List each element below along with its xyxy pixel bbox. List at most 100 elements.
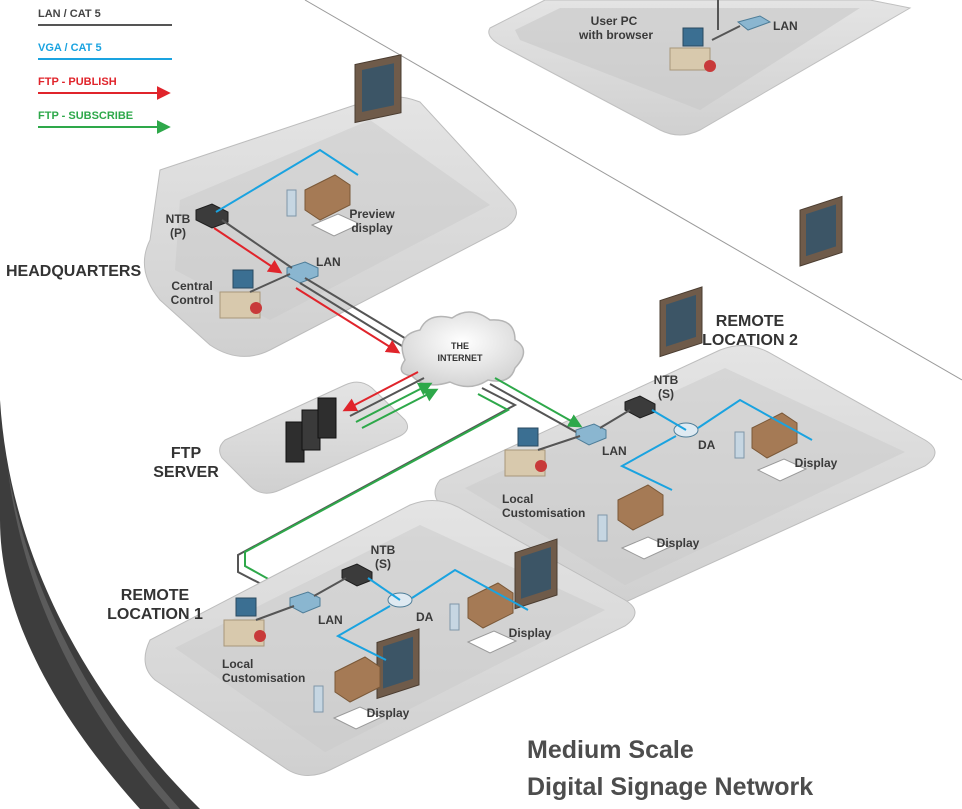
r2-local-label-l1: Local <box>502 492 533 506</box>
r2-lan-label: LAN <box>602 444 627 458</box>
central-control-label-l1: Central <box>171 279 212 293</box>
r1-sofa-1-icon <box>467 582 514 629</box>
ftp-server-label-l2: SERVER <box>153 464 219 481</box>
central-control-chair-icon <box>250 302 262 314</box>
ftp-lan-link <box>349 377 425 417</box>
central-control-monitor-icon <box>232 269 254 289</box>
decorative-arc <box>0 400 200 809</box>
internet-cloud: THE INTERNET <box>400 311 525 388</box>
preview-label-l2: display <box>351 221 393 235</box>
r1-title-l1: REMOTE <box>121 587 190 604</box>
r1-vga-ntb-da <box>367 577 401 601</box>
hq-internet-lan-2 <box>299 282 403 347</box>
hq-vga-link <box>215 148 359 213</box>
central-control-label-l2: Control <box>171 293 214 307</box>
r1-ntb-label-l2: (S) <box>375 557 391 571</box>
ftp-subscribe-link-2 <box>361 388 439 429</box>
internet-label-l2: INTERNET <box>438 353 484 363</box>
r1-local-label-l1: Local <box>222 657 253 671</box>
r2-display-1-inner <box>806 204 836 257</box>
r2-title-l2: LOCATION 2 <box>702 332 798 349</box>
internet-ftp-links <box>342 371 439 429</box>
r2-local-label-l2: Customisation <box>502 506 585 520</box>
r2-da-label: DA <box>698 438 716 452</box>
ftp-subscribe-link-1 <box>355 382 433 423</box>
r1-lan-ntb-link <box>313 577 347 597</box>
r2-display-1-label: Display <box>795 456 838 470</box>
r2-water-cooler-1-icon <box>734 431 745 459</box>
r1-table-1-icon <box>466 630 518 654</box>
ftp-server-rack-2 <box>301 409 321 451</box>
legend-item-vga: VGA / CAT 5 <box>38 42 172 60</box>
r1-display-2-inner <box>383 636 413 689</box>
user-pc-lan-link <box>711 25 741 41</box>
hq-internet-lan-1 <box>304 277 409 341</box>
r1-subscribe-link <box>244 393 511 592</box>
legend: LAN / CAT 5 VGA / CAT 5 FTP - PUBLISH FT… <box>38 8 172 134</box>
r1-display-2-label: Display <box>367 706 410 720</box>
r2-display-2-label: Display <box>657 536 700 550</box>
r2-local-chair-icon <box>535 460 547 472</box>
ftp-server-label-l1: FTP <box>171 445 202 462</box>
r1-ntb-label-l1: NTB <box>371 543 396 557</box>
r2-ntb-label-l2: (S) <box>658 387 674 401</box>
r1-display-1-inner <box>521 546 551 599</box>
r2-water-cooler-2-icon <box>597 514 608 542</box>
r1-water-cooler-1-icon <box>449 603 460 631</box>
remote-location-2-platform: REMOTE LOCATION 2 NTB (S) LAN DA Display… <box>434 195 936 606</box>
r2-table-1-icon <box>756 458 808 482</box>
r1-display-1-label: Display <box>509 626 552 640</box>
headquarters-title: HEADQUARTERS <box>6 263 141 280</box>
r1-vga-da-display1 <box>411 568 529 611</box>
r1-local-chair-icon <box>254 630 266 642</box>
legend-label-subscribe: FTP - SUBSCRIBE <box>38 110 133 122</box>
internet-r1-links <box>237 387 518 601</box>
hq-lan-central-link <box>249 273 291 293</box>
r1-local-monitor-icon <box>235 597 257 617</box>
r2-sofa-2-icon <box>617 484 664 531</box>
hq-sofa-icon <box>304 174 351 221</box>
r1-sofa-2-icon <box>334 656 381 703</box>
hq-water-cooler-icon <box>286 189 297 217</box>
r2-sofa-1-icon <box>751 412 798 459</box>
hq-internet-publish <box>295 287 401 354</box>
r2-table-2-icon <box>620 536 672 560</box>
legend-label-vga: VGA / CAT 5 <box>38 42 102 54</box>
legend-label-publish: FTP - PUBLISH <box>38 76 117 88</box>
user-pc-label-l1: User PC <box>591 14 638 28</box>
ntb-p-label-l2: (P) <box>170 226 186 240</box>
preview-label-l1: Preview <box>349 207 395 221</box>
r2-lan-link <box>489 383 577 433</box>
headquarters-platform: HEADQUARTERS NTB (P) Preview display LAN… <box>6 54 517 357</box>
internet-label-l1: THE <box>451 341 469 351</box>
ntb-p-label-l1: NTB <box>166 212 191 226</box>
r2-vga-da-display2 <box>619 435 677 491</box>
lan-label-top: LAN <box>773 19 798 33</box>
legend-item-lan: LAN / CAT 5 <box>38 8 172 26</box>
hq-table-icon <box>310 213 362 237</box>
diagram-title: Medium Scale Digital Signage Network <box>527 736 813 801</box>
r2-vga-da-display1 <box>697 398 813 441</box>
hq-internet-links <box>295 277 409 354</box>
r1-lan-label: LAN <box>318 613 343 627</box>
r1-da-label: DA <box>416 610 434 624</box>
legend-item-subscribe: FTP - SUBSCRIBE <box>38 110 171 134</box>
ftp-server-rack-1 <box>285 421 305 463</box>
title-line-2: Digital Signage Network <box>527 773 813 801</box>
r2-title-l1: REMOTE <box>716 313 785 330</box>
r1-lan-switch-icon <box>289 591 321 614</box>
title-line-1: Medium Scale <box>527 736 694 764</box>
r2-display-2-inner <box>666 294 696 347</box>
r1-lan-desk-link <box>255 605 295 621</box>
user-pc-desk <box>669 47 711 71</box>
r1-vga-da-display2 <box>335 605 391 661</box>
legend-item-publish: FTP - PUBLISH <box>38 76 171 100</box>
r1-water-cooler-2-icon <box>313 685 324 713</box>
r2-lan-ntb-link <box>599 409 631 429</box>
user-pc-chair-icon <box>704 60 716 72</box>
user-pc-monitor-icon <box>682 27 704 47</box>
r1-local-label-l2: Customisation <box>222 671 305 685</box>
r2-local-monitor-icon <box>517 427 539 447</box>
r2-lan-desk-link <box>537 435 581 451</box>
hq-publish-link <box>213 227 283 274</box>
